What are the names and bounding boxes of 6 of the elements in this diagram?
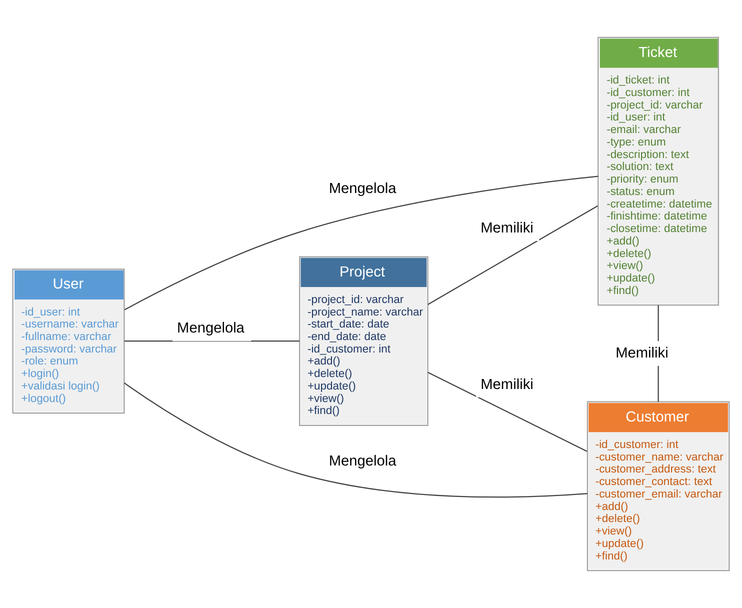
edge-label: Memiliki	[616, 345, 668, 362]
edge-label: Memiliki	[480, 376, 534, 393]
edge-label: Mengelola	[328, 453, 396, 470]
edge-label: Memiliki	[480, 220, 534, 236]
edge-label: Mengelola	[328, 181, 396, 198]
edge-label: Mengelola	[177, 320, 244, 337]
